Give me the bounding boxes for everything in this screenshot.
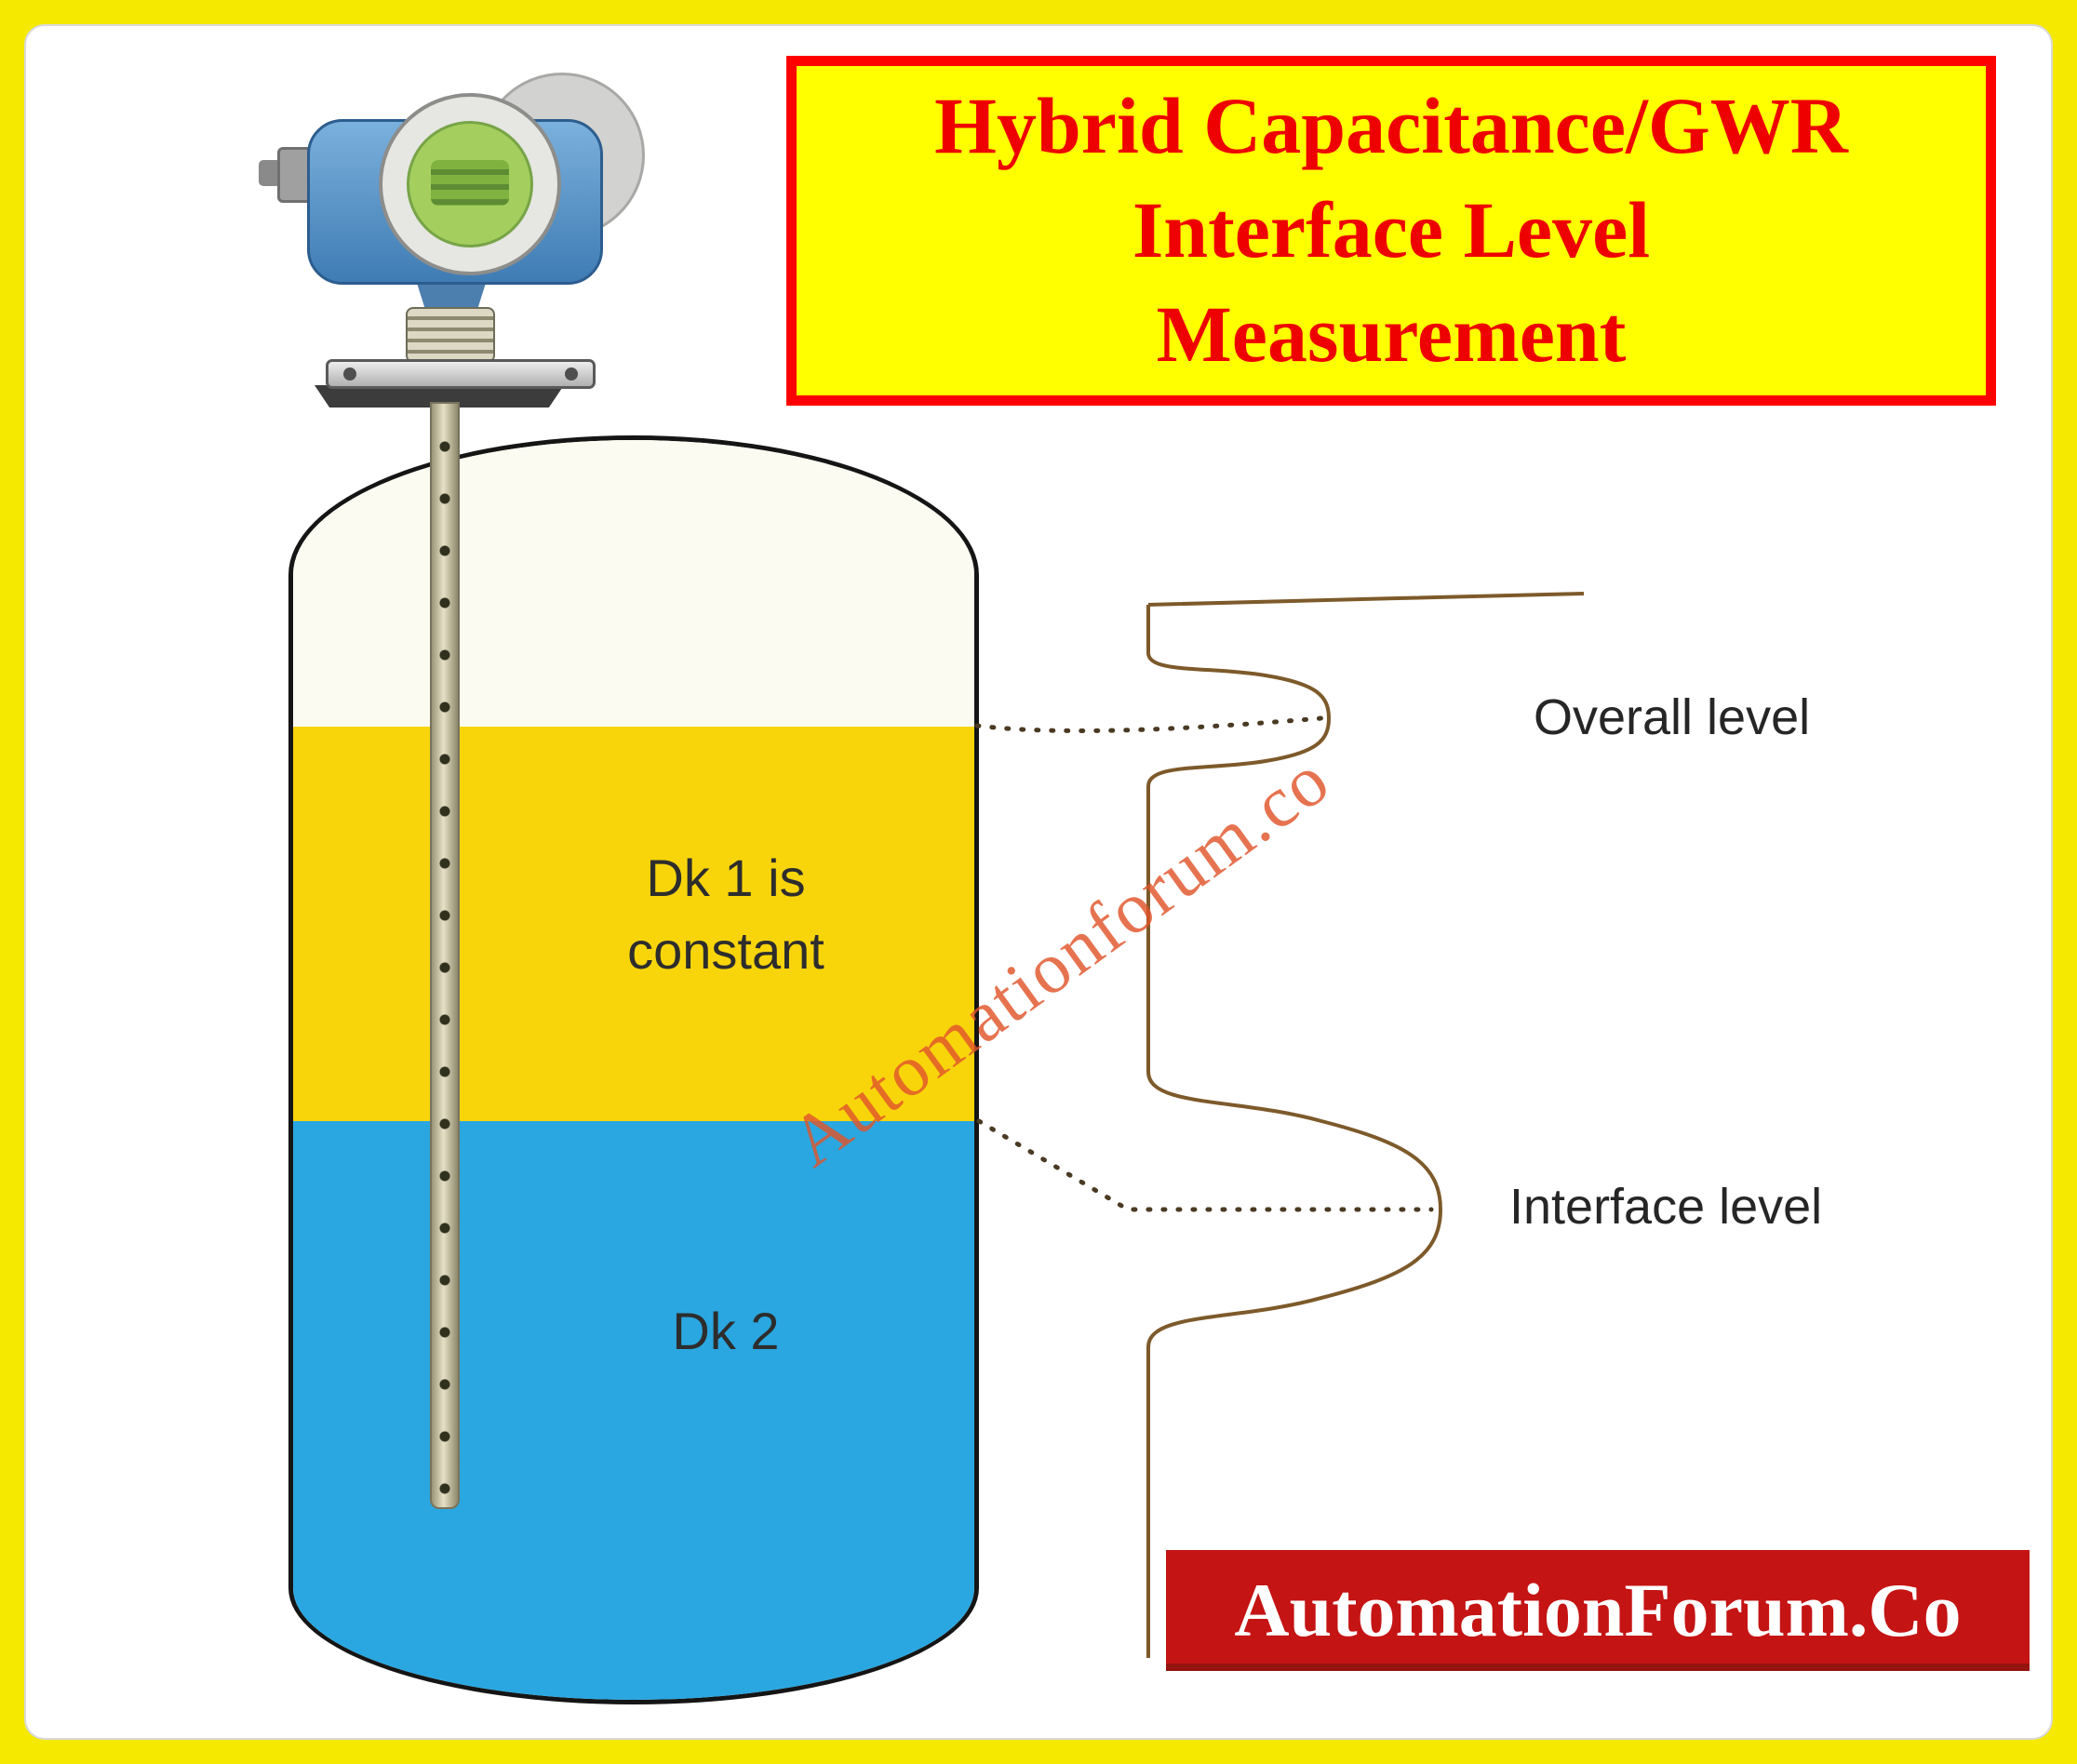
footer-banner: AutomationForum.Co [1166, 1550, 2030, 1671]
title-line-3: Measurement [1156, 288, 1627, 379]
tank-vapor-space [293, 440, 974, 727]
lcd-display [407, 121, 533, 247]
title-box: Hybrid Capacitance/GWR Interface Level M… [786, 56, 1996, 406]
interface-level-label: Interface level [1509, 1179, 1823, 1235]
interface-level-connector [976, 1118, 1434, 1212]
transmitter-display-ring [379, 93, 561, 275]
overall-level-connector [974, 715, 1324, 733]
tank-upper-liquid-layer [293, 727, 974, 1121]
lower-liquid-label: Dk 2 [672, 1302, 780, 1360]
footer-banner-text: AutomationForum.Co [1234, 1568, 1962, 1652]
lcd-screen-lines [431, 160, 509, 207]
title-line-1: Hybrid Capacitance/GWR [934, 81, 1848, 171]
overall-level-label: Overall level [1534, 689, 1811, 745]
mounting-flange [326, 359, 596, 389]
guided-wave-probe-rod [430, 402, 460, 1509]
reference-top-line [1147, 592, 1585, 607]
title-line-2: Interface Level [1132, 185, 1651, 275]
signal-curve-path [1146, 605, 1443, 1658]
tank-lower-liquid-layer [293, 1121, 974, 1700]
upper-liquid-label: Dk 1 is constant [627, 849, 824, 981]
tank [288, 435, 979, 1704]
